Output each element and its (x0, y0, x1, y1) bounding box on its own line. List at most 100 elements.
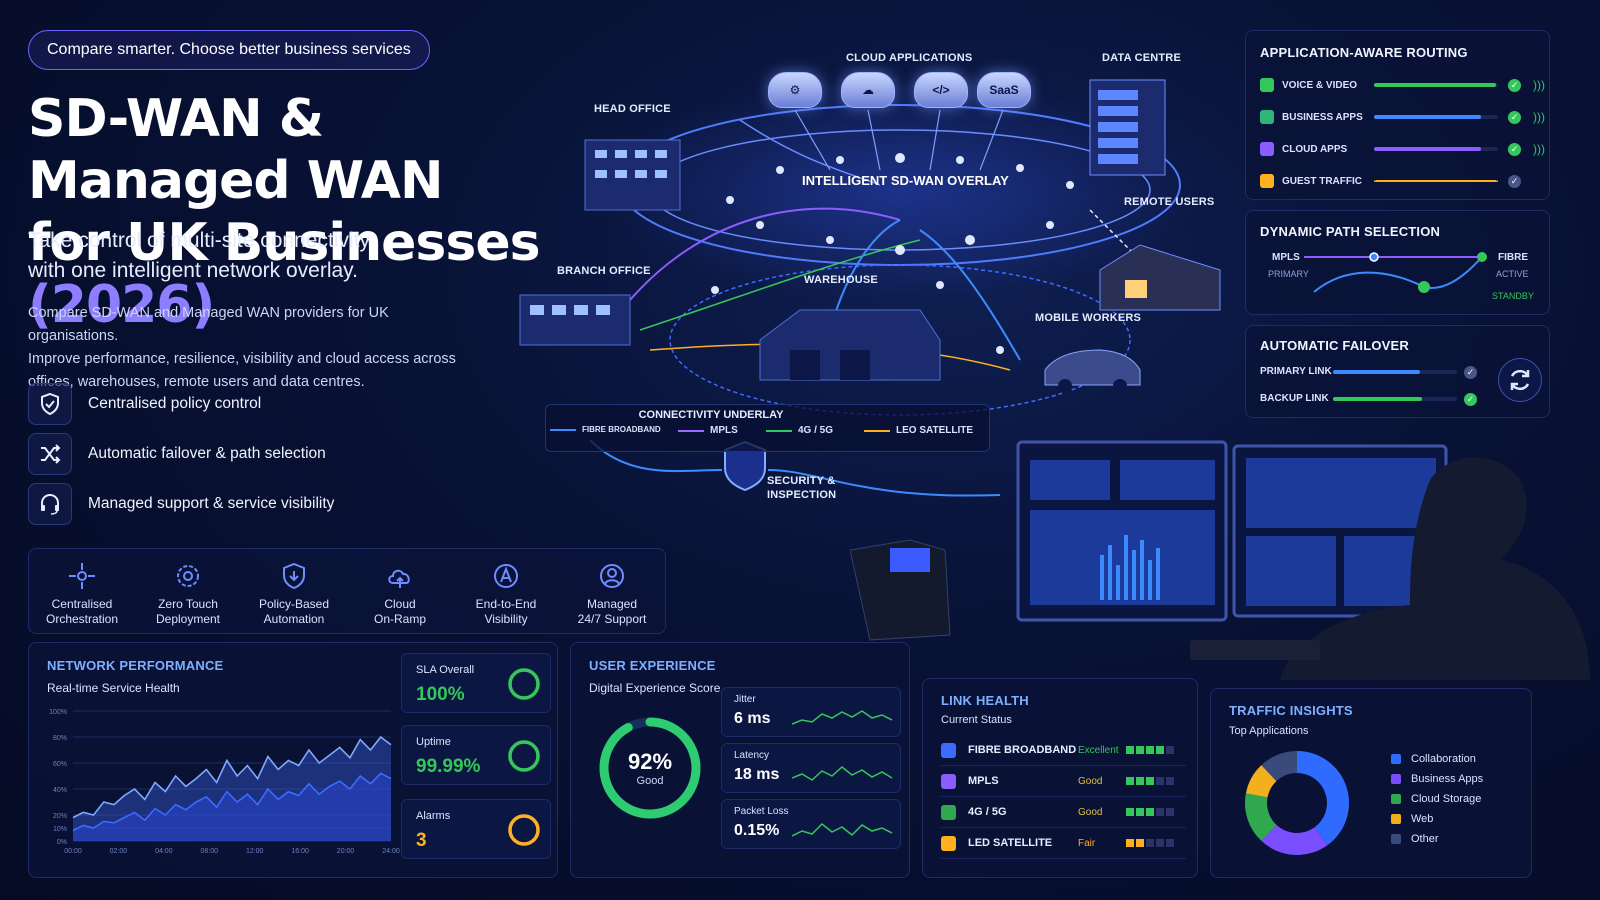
experience-title: USER EXPERIENCE (589, 658, 716, 673)
business-apps-icon (1260, 110, 1274, 124)
branch-office-label: BRANCH OFFICE (557, 265, 651, 277)
underlay-label: FIBRE BROADBAND (582, 425, 661, 434)
capability-line-1: Managed (586, 597, 638, 611)
routing-fill (1374, 83, 1496, 87)
capability-policy: Policy-Based Automation (241, 549, 347, 633)
capability-zero-touch: Zero Touch Deployment (135, 549, 241, 633)
saas-cloud-chip[interactable]: SaaS (977, 72, 1031, 108)
routing-row: GUEST TRAFFIC ✓ (1260, 165, 1545, 197)
kpi-alarms: Alarms 3 (401, 799, 551, 859)
quality-bar (1126, 808, 1134, 816)
title-year: (2026) (28, 275, 215, 335)
underlay-label: 4G / 5G (798, 425, 834, 436)
x-tick-label: 02:00 (110, 848, 128, 855)
cloud-icon: ☁ (862, 83, 874, 97)
hero-description: Compare SD-WAN and Managed WAN providers… (28, 302, 468, 394)
routing-label: CLOUD APPS (1282, 143, 1348, 155)
score-progress (599, 717, 701, 819)
capability-line-2: 24/7 Support (577, 612, 647, 626)
shield-check-icon (28, 383, 72, 425)
y-tick-label: 40% (53, 787, 67, 794)
routing-fill (1374, 147, 1481, 151)
routing-row: VOICE & VIDEO ✓ ))) (1260, 69, 1545, 101)
donut-slice (1261, 751, 1297, 782)
operator-silhouette (1280, 457, 1590, 680)
y-tick-label: 80% (53, 735, 67, 742)
check-icon: ✓ (1508, 142, 1521, 156)
network-performance-panel: NETWORK PERFORMANCE Real-time Service He… (28, 642, 558, 878)
routing-track (1374, 147, 1498, 151)
data-centre-label: DATA CENTRE (1102, 52, 1181, 64)
kpi-ring (508, 814, 540, 846)
routing-track (1374, 180, 1498, 182)
kpi-value: 3 (416, 830, 427, 851)
keyboard (1190, 640, 1320, 660)
kpi-label: SLA Overall (416, 664, 475, 676)
experience-score-ring (599, 717, 701, 819)
cloud-apps-icon (1260, 142, 1274, 156)
user-experience-panel: USER EXPERIENCE Digital Experience Score… (570, 642, 910, 878)
capability-line-2: On-Ramp (373, 612, 426, 626)
link-health-panel: LINK HEALTH Current Status FIBRE BROADBA… (922, 678, 1198, 878)
quality-bar (1146, 746, 1154, 754)
path-selection-panel: DYNAMIC PATH SELECTION MPLS PRIMARY FIBR… (1245, 210, 1550, 315)
security-shield (724, 440, 766, 492)
x-tick-label: 20:00 (337, 848, 355, 855)
gear-cloud-chip[interactable]: ⚙ (768, 72, 822, 108)
subtitle-line-2: with one intelligent network overlay. (28, 259, 358, 282)
underlay-title: CONNECTIVITY UNDERLAY (638, 409, 784, 421)
warehouse-building (759, 309, 941, 381)
link-type-icon (941, 742, 956, 758)
shield-down-icon (283, 562, 305, 590)
routing-row: CLOUD APPS ✓ ))) (1260, 133, 1545, 165)
link-path (919, 229, 1021, 361)
quality-bar (1146, 839, 1154, 847)
traffic-title: TRAFFIC INSIGHTS (1229, 703, 1353, 718)
backup-link-track (1333, 397, 1457, 401)
cloud-up-icon (388, 569, 410, 588)
legend-swatch (1391, 754, 1401, 764)
link-type-icon (941, 804, 956, 820)
link-status: Excellent (1078, 744, 1119, 756)
link-health-title: LINK HEALTH (941, 693, 1029, 708)
feature-list: Centralised policy control Automatic fai… (28, 382, 334, 532)
quality-bar (1156, 839, 1164, 847)
capability-line-2: Visibility (484, 612, 528, 626)
cloud-chip[interactable]: ☁ (841, 72, 895, 108)
traffic-subtitle: Top Applications (1229, 725, 1309, 737)
quality-bar (1126, 839, 1134, 847)
capability-line-2: Automation (263, 612, 325, 626)
legend-label: Collaboration (1411, 753, 1476, 765)
body-line-1: Compare SD-WAN and Managed WAN providers… (28, 305, 389, 344)
feature-item: Centralised policy control (28, 382, 334, 426)
legend-label: Cloud Storage (1411, 793, 1482, 805)
performance-title: NETWORK PERFORMANCE (47, 658, 224, 673)
y-tick-label: 20% (53, 813, 67, 820)
backup-link-fill (1333, 397, 1423, 401)
routing-fill (1374, 115, 1481, 119)
signal-icon: ))) (1533, 78, 1545, 92)
orchestration-icon (69, 563, 95, 589)
experience-score: 92% (627, 749, 673, 774)
capability-visibility: End-to-End Visibility (453, 549, 559, 633)
traffic-insights-panel: TRAFFIC INSIGHTS Top Applications Collab… (1210, 688, 1532, 878)
donut-slice (1297, 751, 1349, 846)
link-name: FIBRE BROADBAND (968, 744, 1077, 756)
capability-orchestration: Centralised Orchestration (29, 549, 135, 633)
capability-line-1: Centralised (51, 597, 113, 611)
link-path (629, 207, 901, 301)
routing-label: BUSINESS APPS (1282, 111, 1363, 123)
link-path (739, 119, 881, 186)
hero-subtitle: Take control of multi-site connectivity … (28, 226, 448, 286)
performance-subtitle: Real-time Service Health (47, 681, 180, 695)
check-icon: ✓ (1508, 110, 1521, 124)
security-label: SECURITY & INSPECTION (767, 474, 836, 502)
backup-link-label: BACKUP LINK (1260, 393, 1329, 404)
remote-user-house (1099, 244, 1221, 311)
ring-progress (508, 740, 540, 772)
refresh-icon[interactable] (1498, 358, 1542, 402)
code-cloud-chip[interactable]: </> (914, 72, 968, 108)
